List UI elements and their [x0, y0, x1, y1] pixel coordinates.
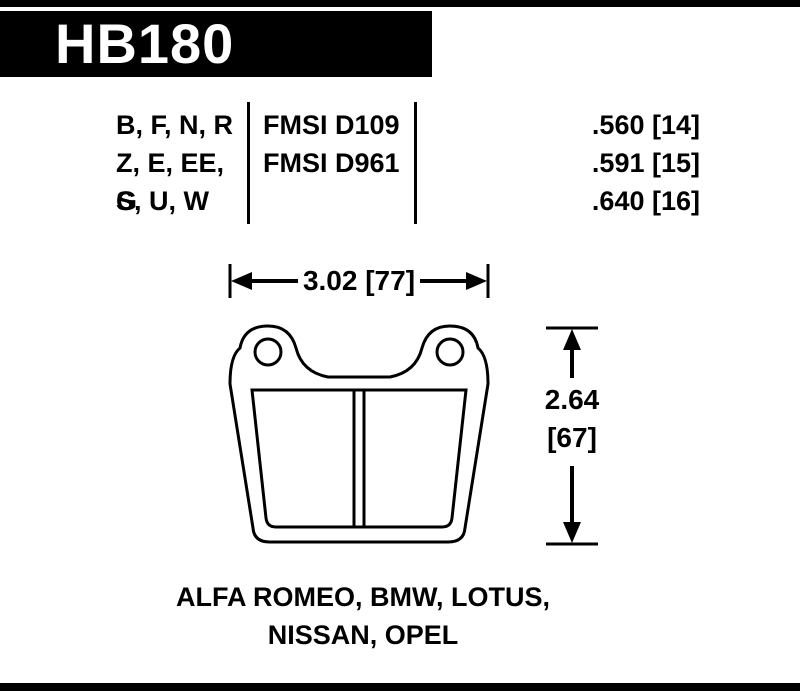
spec-row: Z, E, EE, G FMSI D961 .591 [15] [0, 144, 800, 216]
fmsi-number: FMSI D961 [263, 148, 400, 178]
part-number-banner: HB180 [0, 11, 432, 77]
top-border-bar [0, 0, 800, 7]
height-dimension-label-mm: [67] [547, 422, 597, 453]
application-line: NISSAN, OPEL [267, 620, 459, 650]
width-dimension: 3.02 [77] [228, 260, 490, 302]
height-dimension-label-inches: 2.64 [544, 384, 600, 415]
pad-thickness: .560 [14] [591, 110, 700, 140]
pad-thickness: .640 [16] [591, 186, 700, 216]
compound-codes: Z, E, EE, G [116, 148, 225, 216]
right-mounting-hole [435, 337, 465, 367]
application-line: ALFA ROMEO, BMW, LOTUS, [176, 582, 550, 612]
spec-row: S, U, W .640 [16] [0, 182, 800, 220]
pad-outer-outline [228, 324, 490, 544]
bottom-border-bar [0, 683, 800, 691]
brake-pad-outline-svg [228, 324, 490, 544]
compound-codes: S, U, W [116, 186, 209, 216]
compound-codes: B, F, N, R [116, 110, 234, 140]
brake-pad-drawing [228, 322, 490, 548]
table-divider [247, 102, 250, 224]
fmsi-number: FMSI D109 [263, 110, 400, 140]
pad-thickness: .591 [15] [591, 148, 700, 178]
part-number: HB180 [55, 12, 235, 75]
friction-material-outline [250, 388, 468, 529]
applications-list: ALFA ROMEO, BMW, LOTUS, NISSAN, OPEL [0, 578, 726, 654]
width-dimension-arrows [228, 264, 490, 298]
left-mounting-hole [253, 337, 283, 367]
spec-row: B, F, N, R FMSI D109 .560 [14] [0, 106, 800, 144]
height-dimension: 2.64 [67] [540, 320, 604, 552]
spec-table: B, F, N, R FMSI D109 .560 [14] Z, E, EE,… [0, 102, 800, 224]
width-dimension-label: 3.02 [77] [302, 265, 416, 296]
table-divider [414, 102, 417, 224]
height-dimension-arrows [546, 326, 598, 546]
